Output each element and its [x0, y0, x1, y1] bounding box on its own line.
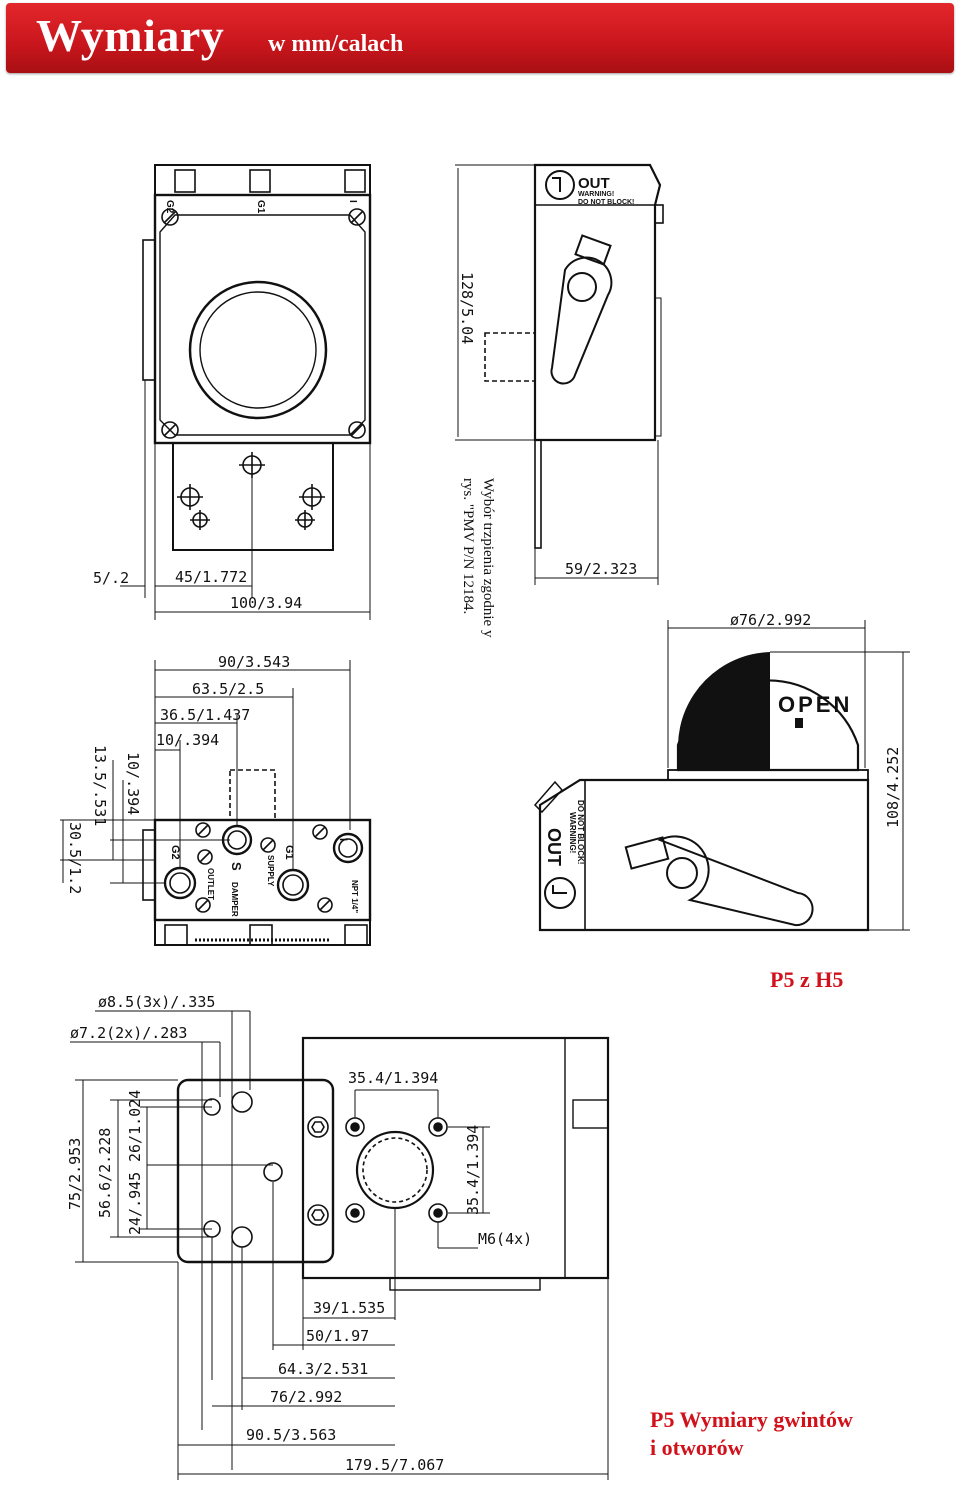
- svg-text:WARNING!: WARNING!: [578, 191, 614, 198]
- screw-icon: [195, 897, 211, 913]
- port-icon: [203, 1091, 253, 1248]
- port-icon: [332, 832, 364, 864]
- svg-text:36.5/1.437: 36.5/1.437: [160, 706, 250, 724]
- svg-text:24/.945: 24/.945: [126, 1172, 144, 1235]
- side-view: OUT WARNING! DO NOT BLOCK! 128/5.04 59/2…: [455, 163, 664, 585]
- svg-text:64.3/2.531: 64.3/2.531: [278, 1360, 368, 1378]
- svg-text:30.5/1.2: 30.5/1.2: [66, 822, 84, 894]
- port-icon: [299, 484, 325, 510]
- caption-p5-h5: P5 z H5: [770, 967, 843, 992]
- svg-text:76/2.992: 76/2.992: [270, 1388, 342, 1406]
- svg-text:56.6/2.228: 56.6/2.228: [96, 1128, 114, 1218]
- svg-text:G1: G1: [255, 200, 266, 214]
- svg-text:179.5/7.067: 179.5/7.067: [345, 1456, 444, 1474]
- dim-59: 59/2.323: [565, 560, 637, 578]
- dim-100: 100/3.94: [230, 594, 302, 612]
- svg-text:M6(4x): M6(4x): [478, 1230, 532, 1248]
- note-box: Wybór trzpienia zgodnie y rys. "PMV P/N …: [460, 478, 496, 638]
- svg-text:35.4/1.394: 35.4/1.394: [348, 1069, 438, 1087]
- page-subtitle: w mm/calach: [268, 31, 404, 57]
- port-icon: [177, 484, 203, 510]
- svg-text:OUTLET: OUTLET: [206, 868, 215, 900]
- svg-text:63.5/2.5: 63.5/2.5: [192, 680, 264, 698]
- top-view: 5/.2 45/1.772 100/3.94 G2 G1 I: [93, 164, 372, 620]
- svg-text:10/.394: 10/.394: [124, 752, 142, 815]
- svg-text:S: S: [229, 862, 244, 871]
- screw-icon: [161, 208, 179, 226]
- screw-icon: [428, 1117, 448, 1137]
- svg-text:DAMPER: DAMPER: [230, 882, 239, 917]
- screw-icon: [317, 897, 333, 913]
- indicator-view: OPEN OUT WARNING! DO NOT BLOCK! ø76/2.99…: [533, 611, 910, 932]
- screw-icon: [345, 1117, 365, 1137]
- svg-text:G2: G2: [164, 200, 175, 214]
- port-icon: [276, 868, 310, 902]
- front-view: G2 OUTLET S DAMPER SUPPLY G1 I NPT 1/4" …: [60, 653, 372, 946]
- svg-text:35.4/1.394: 35.4/1.394: [464, 1125, 482, 1215]
- svg-text:WARNING!: WARNING!: [568, 812, 577, 853]
- port-icon: [239, 452, 265, 478]
- screw-icon: [195, 822, 211, 838]
- svg-text:ø7.2(2x)/.283: ø7.2(2x)/.283: [70, 1024, 187, 1042]
- svg-text:ø76/2.992: ø76/2.992: [730, 611, 811, 629]
- screw-icon: [161, 421, 179, 439]
- caption-threads-line1: P5 Wymiary gwintów: [650, 1407, 853, 1432]
- svg-text:90/3.543: 90/3.543: [218, 653, 290, 671]
- svg-text:OPEN: OPEN: [778, 692, 852, 717]
- note-line2: rys. "PMV P/N 12184.: [460, 478, 476, 614]
- svg-text:DO NOT BLOCK!: DO NOT BLOCK!: [576, 800, 585, 864]
- bottom-view: ø8.5(3x)/.335 ø7.2(2x)/.283 35.4/1.394 7…: [66, 993, 610, 1480]
- svg-text:OUT: OUT: [578, 175, 610, 192]
- screw-icon: [348, 421, 366, 439]
- svg-text:SUPPLY: SUPPLY: [266, 855, 275, 887]
- screw-icon: [260, 837, 276, 853]
- svg-text:10/.394: 10/.394: [156, 731, 219, 749]
- dim-45: 45/1.772: [175, 568, 247, 586]
- port-icon: [295, 510, 315, 530]
- dim-128: 128/5.04: [458, 272, 476, 344]
- screw-icon: [428, 1203, 448, 1223]
- page-title: Wymiary: [36, 10, 225, 61]
- svg-text:NPT 1/4": NPT 1/4": [350, 880, 359, 913]
- svg-text:ø8.5(3x)/.335: ø8.5(3x)/.335: [98, 993, 215, 1011]
- screw-icon: [345, 1203, 365, 1223]
- svg-text:OUT: OUT: [544, 828, 564, 866]
- svg-text:108/4.252: 108/4.252: [884, 747, 902, 828]
- screw-icon: [348, 208, 366, 226]
- note-line1: Wybór trzpienia zgodnie y: [480, 478, 496, 638]
- svg-text:26/1.024: 26/1.024: [126, 1090, 144, 1162]
- svg-text:DO NOT BLOCK!: DO NOT BLOCK!: [578, 199, 634, 206]
- svg-text:G1: G1: [283, 845, 295, 860]
- svg-text:I: I: [337, 838, 349, 841]
- header-banner: Wymiary w mm/calach: [6, 3, 954, 73]
- svg-text:39/1.535: 39/1.535: [313, 1299, 385, 1317]
- caption-threads-line2: i otworów: [650, 1435, 744, 1460]
- port-icon: [163, 866, 197, 900]
- dim-5: 5/.2: [93, 569, 129, 587]
- svg-text:75/2.953: 75/2.953: [66, 1138, 84, 1210]
- screw-icon: [197, 849, 213, 865]
- svg-text:50/1.97: 50/1.97: [306, 1327, 369, 1345]
- port-icon: [190, 510, 210, 530]
- svg-text:13.5/.531: 13.5/.531: [91, 745, 109, 826]
- svg-text:G2: G2: [169, 845, 181, 860]
- svg-text:90.5/3.563: 90.5/3.563: [246, 1426, 336, 1444]
- screw-icon: [312, 824, 328, 840]
- svg-text:I: I: [347, 200, 358, 203]
